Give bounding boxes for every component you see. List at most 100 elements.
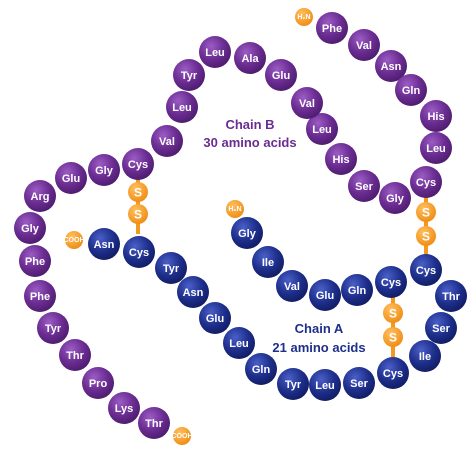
residue-label: Tyr [285,379,302,391]
chain-b: PheValAsnGlnHisLeuCysGlySerHisLeuValGluA… [14,12,452,439]
chain-a-residue-10: Ile [409,340,441,372]
sulfur-bead [383,327,403,347]
residue-label: Thr [145,418,163,430]
chain-b-subtitle: 30 amino acids [203,135,296,150]
residue-bead [410,254,442,286]
residue-label: Leu [205,47,225,59]
residue-bead [108,392,140,424]
residue-bead [231,217,263,249]
residue-label: Glu [206,313,224,325]
chain-a-title: Chain A [295,321,344,336]
residue-bead [37,312,69,344]
terminus-bead [295,8,313,26]
residue-label: Ser [350,378,368,390]
residue-bead [425,312,457,344]
residue-bead [55,162,87,194]
residue-bead [348,29,380,61]
chain-b-residue-18: Val [151,125,183,157]
chain-a-residue-4: Glu [309,279,341,311]
terminus-label: H₂N [228,206,241,213]
chain-b-residue-7: Cys [410,166,442,198]
chain-b-residue-28: Pro [82,367,114,399]
residue-bead [223,327,255,359]
chain-a-residue-13: Leu [309,369,341,401]
chain-b-residue-25: Phe [24,280,56,312]
terminus-bead [173,427,191,445]
residue-label: Lys [115,403,134,415]
residue-bead [234,42,266,74]
terminus-bead [65,231,83,249]
residue-label: Tyr [45,323,62,335]
chain-b-n-terminus: H₂N [295,8,313,26]
residue-bead [379,182,411,214]
residue-label: His [427,111,444,123]
residue-bead [348,170,380,202]
chain-b-residue-4: Gln [395,74,427,106]
residue-label: Gln [348,285,367,297]
residue-label: His [332,154,349,166]
chain-b-title: Chain B [225,117,274,132]
residue-bead [166,91,198,123]
residue-label: Phe [322,23,342,35]
chain-b-residue-13: Glu [265,59,297,91]
residue-bead [199,302,231,334]
residue-bead [420,100,452,132]
residue-label: Phe [30,291,50,303]
residue-label: Gly [95,165,114,177]
residue-label: Gln [252,364,271,376]
chain-b-residue-14: Ala [234,42,266,74]
residue-label: Gly [386,193,405,205]
chain-b-residue-2: Val [348,29,380,61]
residue-label: Cys [416,177,436,189]
disulfide-b19-a20: SS [128,172,148,234]
residue-bead [88,228,120,260]
residue-bead [88,154,120,186]
residue-label: Val [159,136,175,148]
residue-label: Phe [25,256,45,268]
terminus-label: H₂N [297,14,310,21]
sulfur-bead [383,303,403,323]
chain-b-residue-15: Leu [199,36,231,68]
residue-label: Asn [183,287,204,299]
sulfur-bead [128,204,148,224]
terminus-bead [226,200,244,218]
chain-a-residue-5: Gln [341,274,373,306]
residue-bead [122,148,154,180]
residue-bead [309,369,341,401]
sulfur-label: S [134,186,142,200]
residue-bead [24,180,56,212]
residue-bead [341,274,373,306]
residue-label: Ser [432,323,450,335]
residue-label: Val [356,40,372,52]
chain-a-residue-2: Ile [252,246,284,278]
chain-b-residue-22: Arg [24,180,56,212]
chain-a-residue-12: Ser [343,367,375,399]
chain-a-residue-14: Tyr [277,368,309,400]
residue-label: Cys [128,159,148,171]
chain-a-residue-15: Gln [245,353,277,385]
residue-label: Asn [381,61,402,73]
chain-a-c-terminus: COOH [64,231,85,249]
residue-bead [245,353,277,385]
chain-b-residue-9: Ser [348,170,380,202]
chain-b-residue-3: Asn [375,50,407,82]
terminus-label: COOH [172,433,193,440]
residue-label: Ala [241,53,259,65]
disulfide-b7-a7: SS [416,192,436,256]
chain-a-n-terminus: H₂N [226,200,244,218]
residue-bead [435,280,467,312]
residue-label: Glu [316,290,334,302]
chain-b-residue-30: Thr [138,407,170,439]
residue-bead [377,357,409,389]
chain-b-residue-27: Thr [59,339,91,371]
chain-b-residue-5: His [420,100,452,132]
residue-label: Thr [66,350,84,362]
residue-label: Val [284,281,300,293]
residue-label: Cys [416,265,436,277]
residue-bead [19,245,51,277]
residue-label: Val [299,98,315,110]
chain-a-residue-16: Leu [223,327,255,359]
